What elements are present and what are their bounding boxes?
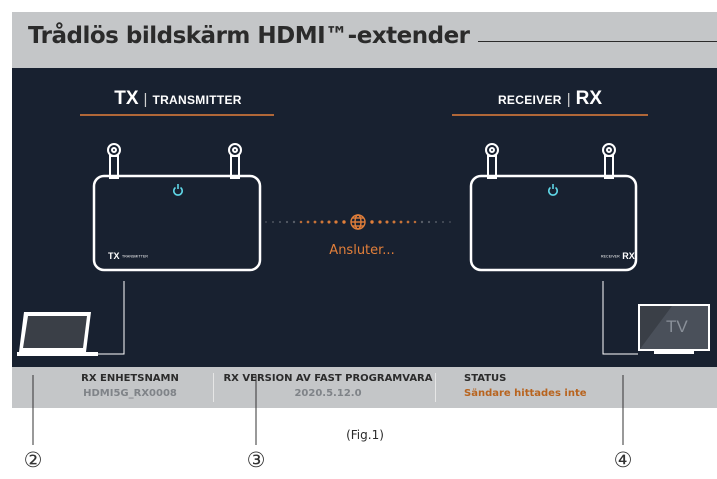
laptop-icon	[17, 312, 98, 356]
power-icon	[173, 184, 183, 196]
signal-dot	[413, 220, 417, 224]
page-title: Trådlös bildskärm HDMI™-extender	[28, 23, 470, 49]
tv-label: TV	[666, 317, 688, 336]
signal-dot	[406, 220, 410, 224]
signal-dot	[285, 220, 289, 224]
signal-dots	[265, 220, 451, 224]
signal-dot	[449, 221, 451, 223]
rx-heading-separator: |	[566, 91, 571, 108]
info-divider	[213, 373, 214, 402]
status-column: STATUS Sändare hittades inte	[464, 373, 587, 399]
signal-dot	[385, 220, 389, 224]
title-rule	[478, 41, 717, 42]
tx-heading-separator: |	[143, 91, 148, 108]
tx-device-code: TX	[108, 251, 120, 261]
callout-4: ④	[613, 448, 633, 472]
signal-dot	[342, 220, 346, 224]
rx-device-label: RECEIVER RX	[601, 251, 635, 261]
info-bar: RX ENHETSNAMN HDMI5G_RX0008 RX VERSION A…	[12, 367, 717, 408]
device-name-column: RX ENHETSNAMN HDMI5G_RX0008	[62, 373, 198, 399]
rx-code: RX	[575, 88, 603, 109]
rx-device-code: RX	[622, 251, 635, 261]
rx-antenna-left	[485, 143, 499, 179]
power-icon	[548, 184, 558, 196]
signal-dot	[334, 220, 338, 224]
figure-caption: (Fig.1)	[346, 428, 384, 442]
firmware-value: 2020.5.12.0	[294, 388, 362, 399]
tx-antenna-right	[228, 143, 242, 179]
rx-antenna-right	[602, 143, 616, 179]
rx-label: RECEIVER	[497, 93, 562, 107]
callout-2: ②	[23, 448, 43, 472]
tx-device-text: TRANSMITTER	[122, 254, 149, 259]
signal-dot	[313, 220, 317, 224]
signal-dot	[378, 220, 382, 224]
status-value: Sändare hittades inte	[464, 388, 587, 399]
connection-diagram: TX|TRANSMITTER RECEIVER|RX TX TRANSMITTE…	[12, 68, 717, 367]
tx-device-label: TX TRANSMITTER	[108, 251, 148, 261]
device-name-value: HDMI5G_RX0008	[83, 388, 177, 399]
signal-dot	[278, 220, 282, 224]
tv-icon	[638, 304, 710, 354]
callout-3: ③	[246, 448, 266, 472]
signal-dot	[392, 220, 396, 224]
transmitter-device	[92, 174, 262, 272]
signal-dot	[420, 220, 424, 224]
signal-dot	[320, 220, 324, 224]
status-heading: STATUS	[464, 373, 507, 384]
firmware-heading: RX VERSION AV FAST PROGRAMVARA	[223, 373, 433, 384]
firmware-column: RX VERSION AV FAST PROGRAMVARA 2020.5.12…	[218, 373, 438, 399]
tx-code: TX	[114, 88, 139, 109]
signal-dot	[292, 220, 296, 224]
signal-dot	[272, 221, 274, 223]
device-name-heading: RX ENHETSNAMN	[81, 373, 179, 384]
diagram-graphics	[17, 114, 710, 356]
signal-dot	[306, 220, 310, 224]
signal-dot	[442, 221, 444, 223]
rx-heading: RECEIVER |RX	[452, 88, 648, 110]
connection-status: Ansluter...	[329, 243, 395, 258]
rx-device-text: RECEIVER	[601, 254, 620, 259]
tx-label: TRANSMITTER	[152, 93, 242, 107]
callout-lines	[32, 375, 624, 445]
signal-dot	[399, 220, 403, 224]
signal-dot	[299, 220, 303, 224]
globe-icon	[350, 214, 366, 230]
tx-heading: TX| TRANSMITTER	[80, 88, 276, 110]
rx-cable	[602, 281, 638, 355]
title-bar: Trådlös bildskärm HDMI™-extender	[12, 12, 717, 68]
tx-cable	[90, 281, 125, 355]
signal-dot	[327, 220, 331, 224]
signal-dot	[370, 220, 374, 224]
signal-dot	[265, 221, 267, 223]
signal-dot	[434, 220, 438, 224]
receiver-device	[469, 174, 638, 272]
signal-dot	[427, 220, 431, 224]
info-divider	[435, 373, 436, 402]
tx-antenna-left	[107, 143, 121, 179]
